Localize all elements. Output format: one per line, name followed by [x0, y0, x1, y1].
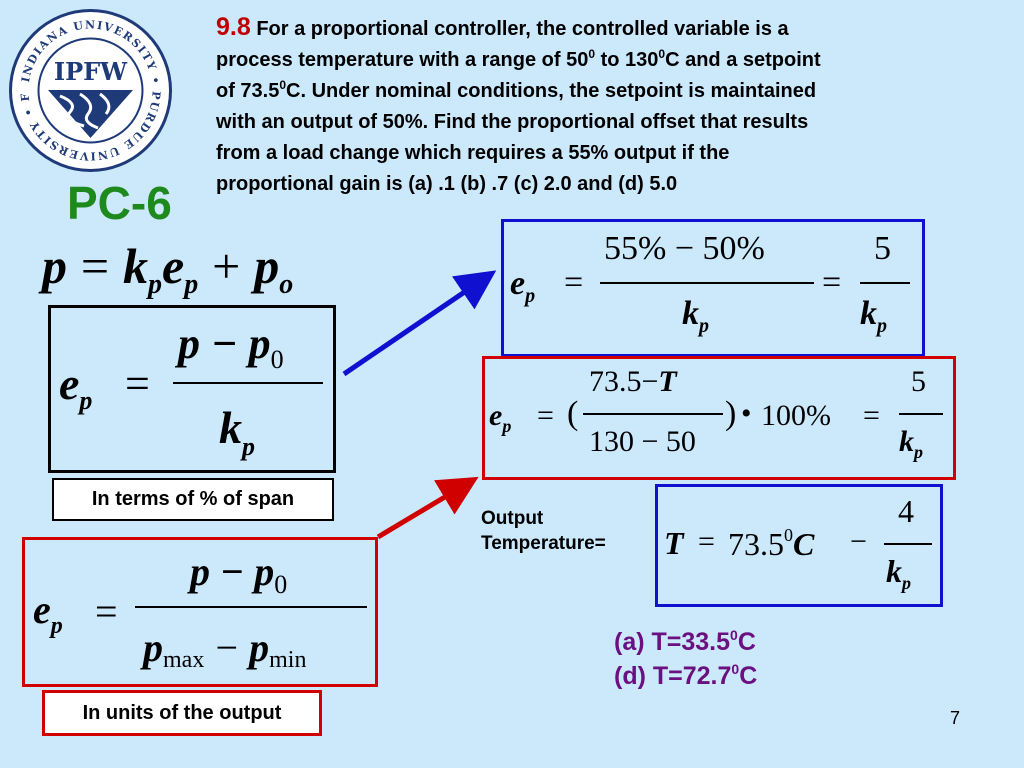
setpoint-value: 73.50C [728, 525, 815, 562]
temperature-offset-equation-box: ep = ( 73.5−T 130 − 50 ) • 100% = 5 kp [482, 356, 956, 480]
span-numerator: p − p0 [190, 549, 288, 599]
fraction-bar [884, 543, 932, 545]
fraction-bar [173, 382, 323, 384]
ep-symbol: ep [489, 399, 512, 436]
answers: (a) T=33.50C (d) T=72.70C [614, 625, 757, 693]
result-denominator-2: kp [860, 295, 887, 337]
red-arrow [376, 476, 479, 540]
fraction-bar [860, 282, 910, 284]
problem-number: 9.8 [216, 13, 251, 41]
general-denominator: kp [219, 402, 255, 461]
answer-d: (d) T=72.70C [614, 661, 758, 690]
problem-statement: 9.8 For a proportional controller, the c… [216, 13, 821, 195]
result-denominator: kp [682, 295, 709, 337]
fraction-bar [899, 413, 943, 415]
span-denominator: pmax − pmin [143, 625, 307, 673]
general-offset-equation-box: ep = p − p0 kp [48, 305, 336, 473]
page-number: 7 [950, 708, 961, 728]
result-numerator: 55% − 50% [604, 230, 765, 267]
logo-initials: IPFW [54, 57, 128, 86]
T-denominator: kp [886, 553, 911, 593]
ep-symbol: ep [59, 358, 93, 415]
ep-symbol: ep [510, 265, 536, 307]
temp-denominator-2: kp [899, 425, 923, 462]
temp-numerator: 73.5−T [589, 365, 677, 398]
span-offset-equation-box: ep = p − p0 pmax − pmin [22, 537, 378, 687]
general-numerator: p − p0 [178, 319, 284, 374]
slide-title: PC-6 [67, 177, 172, 229]
fraction-bar [583, 413, 723, 415]
output-units-label: In units of the output [42, 690, 322, 736]
fraction-bar [600, 282, 814, 284]
output-temperature-equation-box: T = 73.50C − 4 kp [655, 484, 943, 607]
output-temperature-label: Output Temperature= [481, 508, 606, 554]
blue-arrow [342, 270, 497, 377]
temp-denominator: 130 − 50 [589, 425, 696, 458]
answer-a: (a) T=33.50C [614, 627, 756, 656]
main-equation: p = kpep + po [42, 238, 294, 300]
fraction-bar [135, 606, 367, 608]
ep-symbol: ep [33, 587, 63, 639]
university-seal-logo: INDIANA UNIVERSITY • PURDUE UNIVERSITY •… [8, 8, 172, 172]
percent-span-label: In terms of % of span [52, 478, 334, 521]
offset-result-equation-box: ep = 55% − 50% kp = 5 kp [501, 219, 925, 357]
